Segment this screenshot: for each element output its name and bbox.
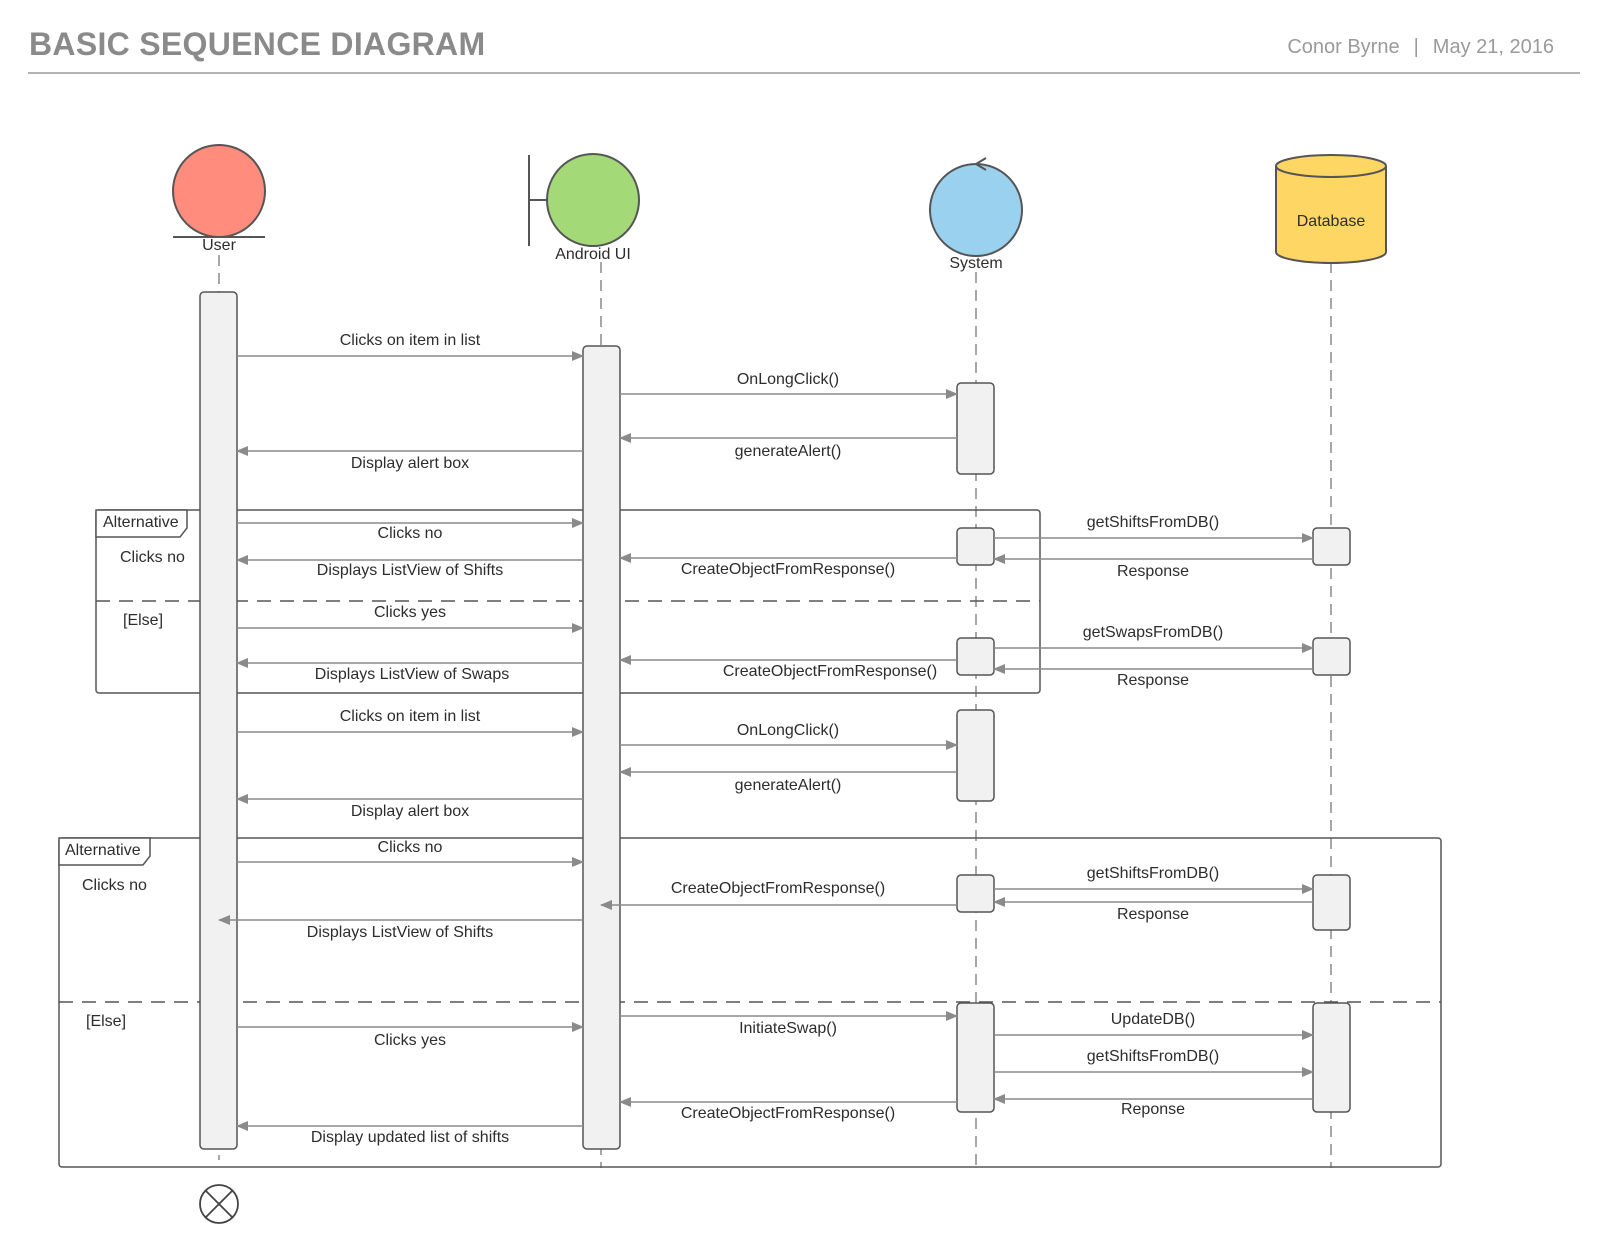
participant-label-database: Database xyxy=(1297,213,1366,230)
message-label: Clicks no xyxy=(378,839,443,856)
participant-label-user: User xyxy=(202,237,236,254)
message-label: CreateObjectFromResponse() xyxy=(723,663,937,680)
participant-user[interactable]: User xyxy=(172,144,266,254)
message-label: Clicks on item in list xyxy=(340,332,481,349)
header-separator: | xyxy=(1413,36,1419,58)
message-label: Display updated list of shifts xyxy=(311,1129,509,1146)
fragment-guard-if: Clicks no xyxy=(120,549,185,566)
fragment-guard-if: Clicks no xyxy=(82,877,147,894)
entity-icon xyxy=(172,144,266,238)
activation-database xyxy=(1312,527,1351,566)
message-label: Reponse xyxy=(1121,1101,1185,1118)
message-label: getShiftsFromDB() xyxy=(1087,865,1219,882)
message-labels: Clicks on item in list OnLongClick() gen… xyxy=(307,332,1223,1146)
message-label: CreateObjectFromResponse() xyxy=(681,1105,895,1122)
message-arrows xyxy=(218,351,1314,1131)
control-arrow-icon xyxy=(974,157,987,171)
fragment-guard-else: [Else] xyxy=(86,1013,126,1030)
message-label: Clicks on item in list xyxy=(340,708,481,725)
message-label: Displays ListView of Shifts xyxy=(317,562,503,579)
activation-system xyxy=(956,709,995,802)
activation-system xyxy=(956,382,995,475)
header-divider xyxy=(28,72,1580,74)
destruction-x-icon xyxy=(199,1184,239,1224)
fragment-alt-2: Alternative Clicks no [Else] xyxy=(58,837,1442,1168)
fragment-guard-else: [Else] xyxy=(123,612,163,629)
activation-database xyxy=(1312,874,1351,931)
control-icon xyxy=(929,163,1023,257)
message-label: getShiftsFromDB() xyxy=(1087,1048,1219,1065)
message-label: Clicks yes xyxy=(374,1032,446,1049)
message-label: CreateObjectFromResponse() xyxy=(671,880,885,897)
message-label: Response xyxy=(1117,906,1189,923)
message-label: generateAlert() xyxy=(735,443,842,460)
participant-label-android-ui: Android UI xyxy=(555,246,631,263)
diagram-title: BASIC SEQUENCE DIAGRAM xyxy=(29,26,486,62)
participant-label-system: System xyxy=(949,255,1002,272)
activation-system xyxy=(956,874,995,913)
destruction-stroke xyxy=(204,1189,234,1219)
message-label: getShiftsFromDB() xyxy=(1087,514,1219,531)
fragment-alt-1: Alternative Clicks no [Else] xyxy=(95,509,1041,694)
activation-database xyxy=(1312,637,1351,676)
message-label: Display alert box xyxy=(351,455,469,472)
participant-database[interactable]: Database xyxy=(1275,154,1387,264)
activation-android-ui xyxy=(582,345,621,1150)
participant-android-ui[interactable]: Android UI xyxy=(528,153,640,263)
message-label: Response xyxy=(1117,563,1189,580)
message-label: OnLongClick() xyxy=(737,722,839,739)
database-top xyxy=(1275,154,1387,178)
header-meta: Conor Byrne | May 21, 2016 xyxy=(1287,36,1554,59)
fragment-tag-box xyxy=(58,837,151,866)
boundary-icon xyxy=(546,153,640,247)
message-label: InitiateSwap() xyxy=(739,1020,837,1037)
fragment-tag: Alternative xyxy=(65,842,141,859)
database-icon xyxy=(1275,166,1387,264)
message-label: Response xyxy=(1117,672,1189,689)
message-label: Display alert box xyxy=(351,803,469,820)
fragment-tag-box xyxy=(95,509,188,538)
message-label: OnLongClick() xyxy=(737,371,839,388)
message-label: getSwapsFromDB() xyxy=(1083,624,1223,641)
message-label: UpdateDB() xyxy=(1111,1011,1195,1028)
activation-system xyxy=(956,1002,995,1113)
message-label: Clicks no xyxy=(378,525,443,542)
author-name: Conor Byrne xyxy=(1287,36,1400,58)
fragment-tag: Alternative xyxy=(103,514,179,531)
participant-system[interactable]: System xyxy=(929,157,1023,272)
activation-system xyxy=(956,527,995,566)
activation-database xyxy=(1312,1002,1351,1113)
message-label: generateAlert() xyxy=(735,777,842,794)
message-label: Clicks yes xyxy=(374,604,446,621)
message-label: CreateObjectFromResponse() xyxy=(681,561,895,578)
activations xyxy=(199,291,1351,1150)
message-label: Displays ListView of Swaps xyxy=(315,666,509,683)
message-label: Displays ListView of Shifts xyxy=(307,924,493,941)
activation-system xyxy=(956,637,995,676)
activation-user xyxy=(199,291,238,1150)
diagram-date: May 21, 2016 xyxy=(1432,36,1554,58)
